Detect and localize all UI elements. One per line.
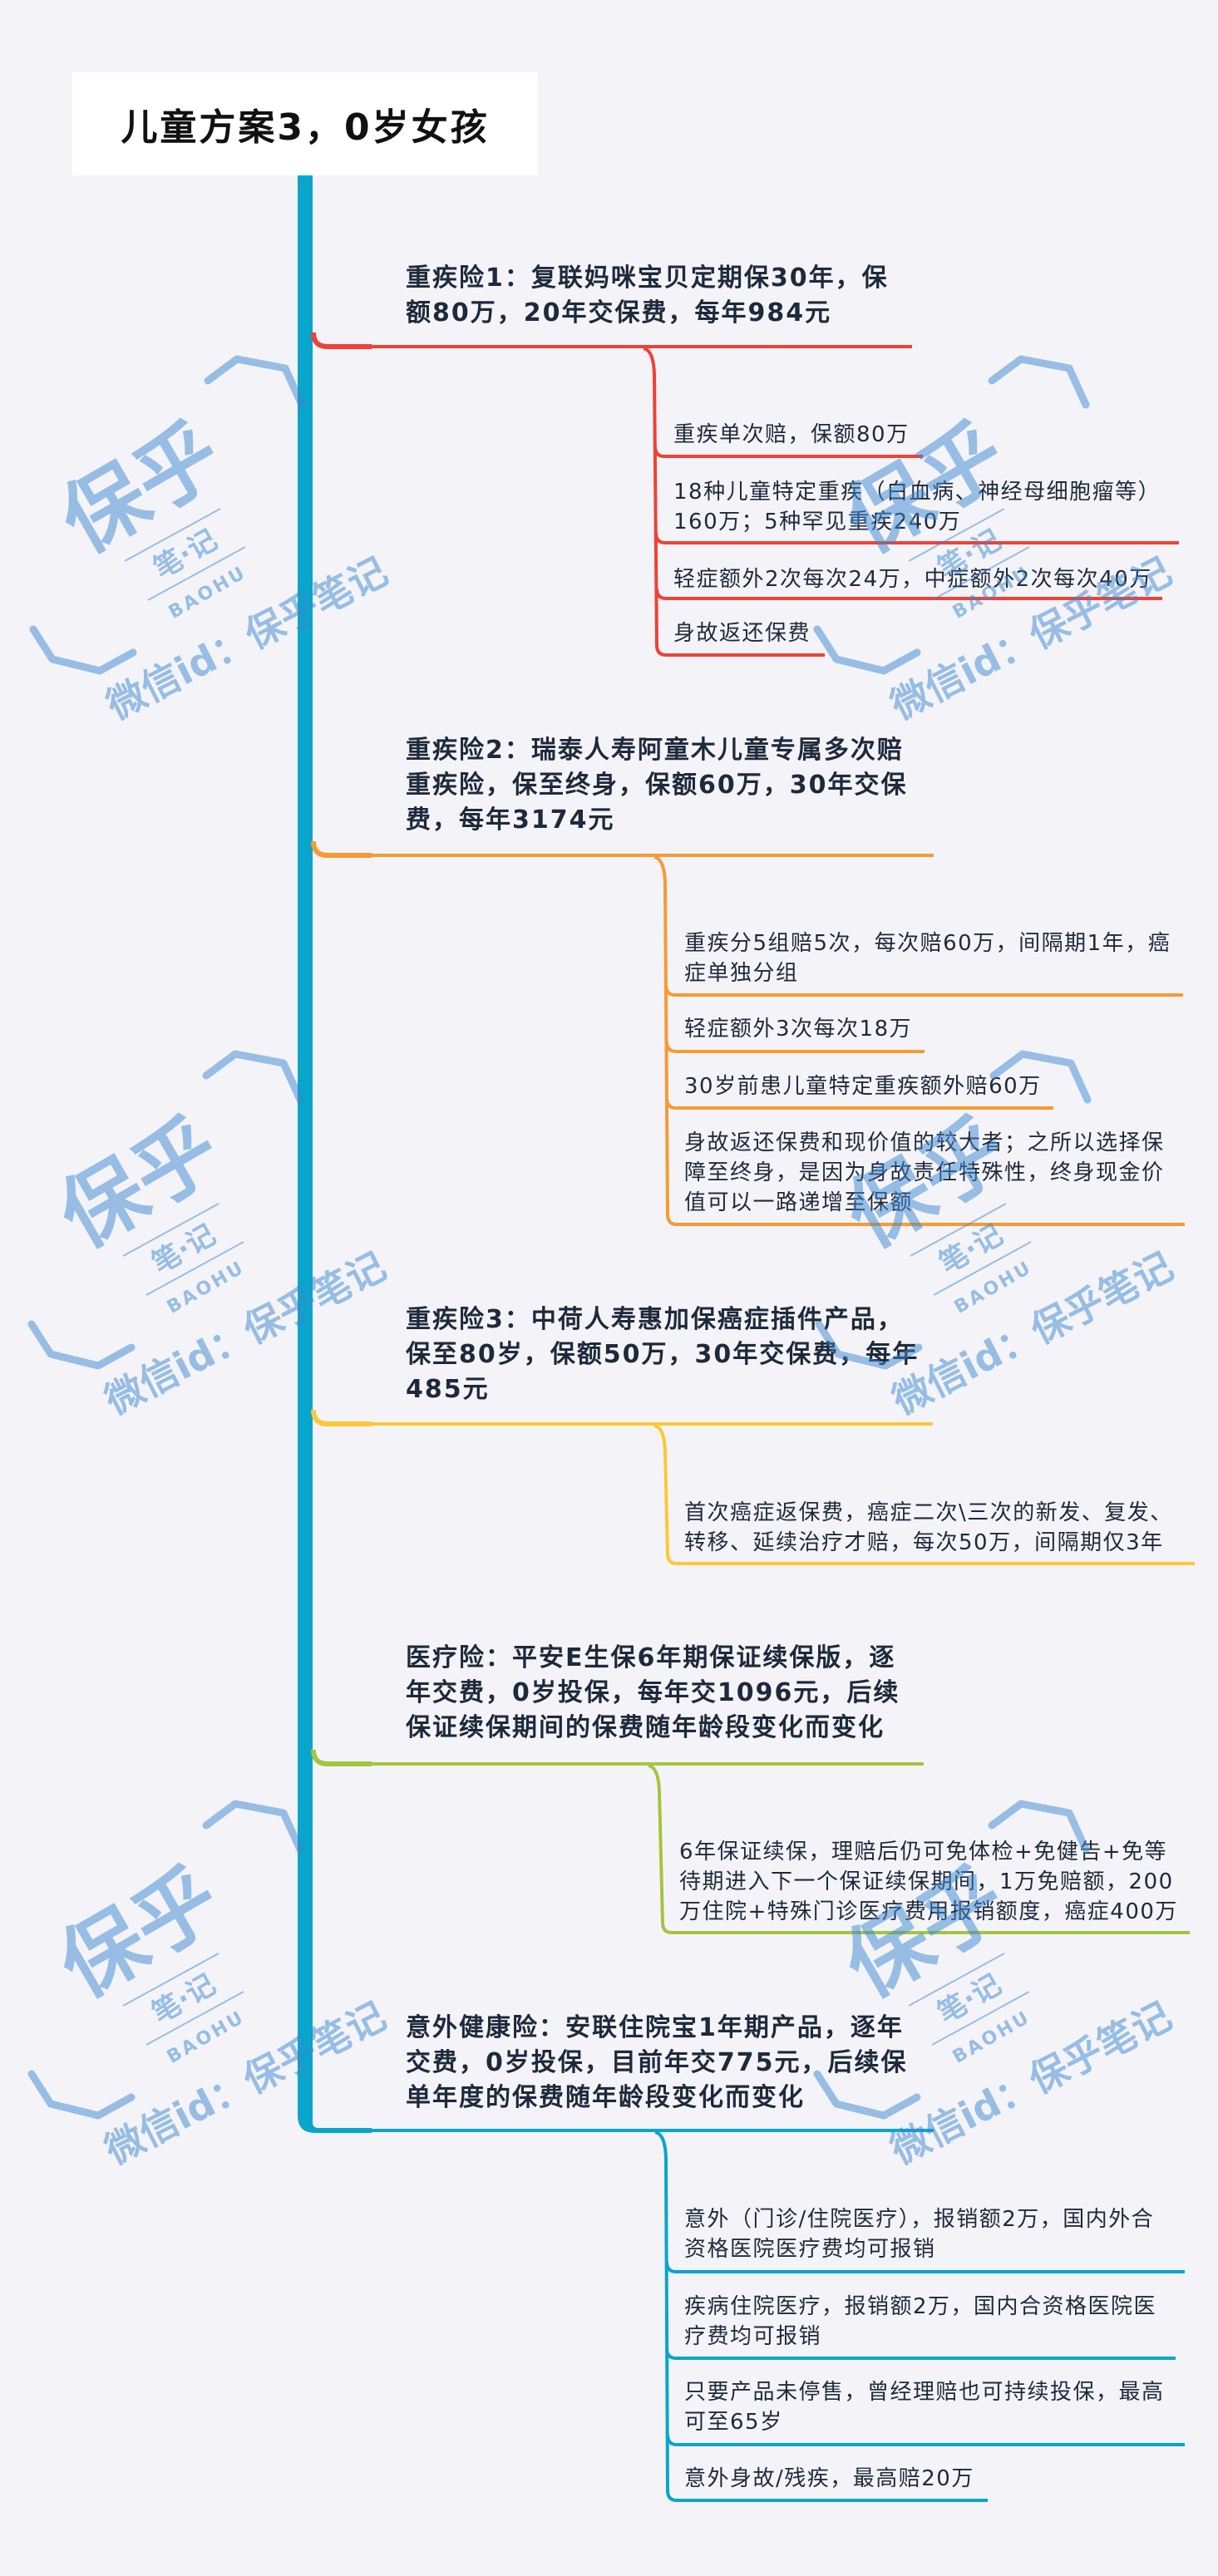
leaf-line: 身故返还保费和现价值的较大者；之所以选择保 xyxy=(684,1130,1165,1155)
leaf-line: 待期进入下一个保证续保期间，1万免赔额，200 xyxy=(679,1869,1174,1894)
branch-1-leaf-1: 重疾单次赔，保额80万 xyxy=(673,420,910,450)
branch-connector xyxy=(311,840,372,858)
leaf-line: 18种儿童特定重疾（白血病、神经母细胞瘤等） xyxy=(673,480,1161,505)
leaf-line: 万住院+特殊门诊医疗费用报销额度，癌症400万 xyxy=(679,1899,1178,1924)
leaf-line: 30岁前患儿童特定重疾额外赔60万 xyxy=(684,1074,1042,1099)
branch-title-line: 保证续保期间的保费随年龄段变化而变化 xyxy=(406,1713,885,1742)
leaf-connector xyxy=(654,2130,988,2502)
branch-1-connectors xyxy=(311,332,1179,657)
leaf-line: 转移、延续治疗才赔，每次50万，间隔期仅3年 xyxy=(684,1530,1164,1555)
leaf-line: 身故返还保费 xyxy=(673,621,811,646)
branch-2-title: 重疾险2：瑞泰人寿阿童木儿童专属多次赔 重疾险，保至终身，保额60万，30年交保… xyxy=(406,733,908,838)
leaf-line: 障至终身，是因为身故责任特殊性，终身现金价 xyxy=(684,1160,1165,1185)
branch-title-line: 保至80岁，保额50万，30年交保费，每年 xyxy=(406,1340,920,1369)
branch-title-line: 重疾险3：中荷人寿惠加保癌症插件产品， xyxy=(406,1305,904,1334)
leaf-line: 轻症额外3次每次18万 xyxy=(684,1017,913,1042)
leaf-connector xyxy=(643,347,825,657)
leaf-line: 160万；5种罕见重疾240万 xyxy=(673,510,962,534)
branch-4-title: 医疗险：平安E生保6年期保证续保版，逐 年交费，0岁投保，每年交1096元，后续… xyxy=(406,1641,900,1746)
branch-5-leaf-2: 疾病住院医疗，报销额2万，国内合资格医院医 疗费均可报销 xyxy=(684,2292,1156,2352)
leaf-line: 意外（门诊/住院医疗），报销额2万，国内外合 xyxy=(684,2207,1155,2232)
leaf-underline xyxy=(665,1097,1053,1110)
leaf-underline xyxy=(665,1041,925,1053)
branch-3-leaf-1: 首次癌症返保费，癌症二次\三次的新发、复发、 转移、延续治疗才赔，每次50万，间… xyxy=(684,1498,1173,1558)
leaf-connector xyxy=(653,1424,1195,1565)
branch-2-connectors xyxy=(311,840,1185,1226)
branch-2-leaf-4: 身故返还保费和现价值的较大者；之所以选择保 障至终身，是因为身故责任特殊性，终身… xyxy=(684,1128,1165,1218)
branch-1-leaf-3: 轻症额外2次每次24万，中症额外2次每次40万 xyxy=(673,564,1152,594)
branch-3-title: 重疾险3：中荷人寿惠加保癌症插件产品， 保至80岁，保额50万，30年交保费，每… xyxy=(406,1303,919,1407)
root-node: 儿童方案3，0岁女孩 xyxy=(72,72,538,175)
branch-5-leaf-1: 意外（门诊/住院医疗），报销额2万，国内外合 资格医院医疗费均可报销 xyxy=(684,2204,1154,2264)
leaf-line: 只要产品未停售，曾经理赔也可持续投保，最高 xyxy=(684,2380,1165,2405)
branch-4-leaf-1: 6年保证续保，理赔后仍可免体检+免健告+免等 待期进入下一个保证续保期间，1万免… xyxy=(679,1837,1178,1927)
leaf-line: 资格医院医疗费均可报销 xyxy=(684,2237,936,2262)
branch-5-leaf-4: 意外身故/残疾，最高赔20万 xyxy=(684,2464,974,2494)
branch-1-leaf-2: 18种儿童特定重疾（白血病、神经母细胞瘤等） 160万；5种罕见重疾240万 xyxy=(673,477,1161,537)
leaf-line: 症单独分组 xyxy=(684,961,799,986)
branch-title-line: 费，每年3174元 xyxy=(406,805,615,835)
leaf-line: 意外身故/残疾，最高赔20万 xyxy=(684,2466,974,2491)
leaf-underline xyxy=(664,984,1183,997)
branch-title-line: 交费，0岁投保，目前年交775元，后续保 xyxy=(406,2048,908,2077)
branch-title-line: 单年度的保费随年龄段变化而变化 xyxy=(406,2083,805,2112)
branch-title-line: 重疾险1：复联妈咪宝贝定期保30年，保 xyxy=(406,264,889,293)
branch-connector xyxy=(311,1409,372,1426)
branch-2-leaf-3: 30岁前患儿童特定重疾额外赔60万 xyxy=(684,1071,1042,1101)
leaf-underline xyxy=(665,2347,1176,2360)
leaf-underline xyxy=(666,2434,1185,2446)
branch-title-line: 年交费，0岁投保，每年交1096元，后续 xyxy=(406,1678,900,1707)
branch-1-leaf-4: 身故返还保费 xyxy=(673,618,811,648)
leaf-connector xyxy=(648,1764,1190,1934)
trunk xyxy=(298,175,372,2133)
leaf-underline xyxy=(655,588,1162,600)
branch-4-connectors xyxy=(311,1749,1190,1934)
trunk-corner xyxy=(298,2111,372,2133)
branch-title-line: 医疗险：平安E生保6年期保证续保版，逐 xyxy=(406,1643,896,1672)
branch-connector xyxy=(311,1749,372,1766)
root-title: 儿童方案3，0岁女孩 xyxy=(121,106,490,149)
leaf-line: 6年保证续保，理赔后仍可免体检+免健告+免等 xyxy=(679,1840,1168,1864)
branch-title-line: 重疾险2：瑞泰人寿阿童木儿童专属多次赔 xyxy=(406,736,904,765)
leaf-line: 重疾单次赔，保额80万 xyxy=(673,422,910,447)
branch-title-line: 额80万，20年交保费，每年984元 xyxy=(406,298,832,328)
branch-title-line: 意外健康险：安联住院宝1年期产品，逐年 xyxy=(406,2013,904,2042)
leaf-line: 值可以一路递增至保额 xyxy=(684,1190,914,1215)
branch-1-title: 重疾险1：复联妈咪宝贝定期保30年，保 额80万，20年交保费，每年984元 xyxy=(406,261,889,331)
branch-title-line: 485元 xyxy=(406,1375,490,1404)
leaf-line: 轻症额外2次每次24万，中症额外2次每次40万 xyxy=(673,567,1152,592)
leaf-line: 重疾分5组赔5次，每次赔60万，间隔期1年，癌 xyxy=(684,931,1171,956)
branch-5-leaf-3: 只要产品未停售，曾经理赔也可持续投保，最高 可至65岁 xyxy=(684,2377,1165,2437)
leaf-line: 可至65岁 xyxy=(684,2410,783,2435)
leaf-line: 疾病住院医疗，报销额2万，国内合资格医院医 xyxy=(684,2294,1157,2319)
leaf-underline xyxy=(665,2261,1185,2273)
branch-5-connectors xyxy=(372,2129,1185,2502)
branch-3-connectors xyxy=(311,1409,1195,1565)
leaf-underline xyxy=(653,446,923,458)
leaf-connector xyxy=(653,855,1185,1226)
leaf-line: 首次癌症返保费，癌症二次\三次的新发、复发、 xyxy=(684,1500,1173,1525)
leaf-underline xyxy=(654,532,1179,544)
branch-2-leaf-1: 重疾分5组赔5次，每次赔60万，间隔期1年，癌 症单独分组 xyxy=(684,928,1171,988)
trunk-line xyxy=(298,175,313,2114)
branch-2-leaf-2: 轻症额外3次每次18万 xyxy=(684,1014,912,1044)
leaf-line: 疗费均可报销 xyxy=(684,2324,822,2349)
branch-5-title: 意外健康险：安联住院宝1年期产品，逐年 交费，0岁投保，目前年交775元，后续保… xyxy=(406,2011,908,2115)
branch-title-line: 重疾险，保至终身，保额60万，30年交保 xyxy=(406,771,908,800)
branch-connector xyxy=(311,332,372,349)
